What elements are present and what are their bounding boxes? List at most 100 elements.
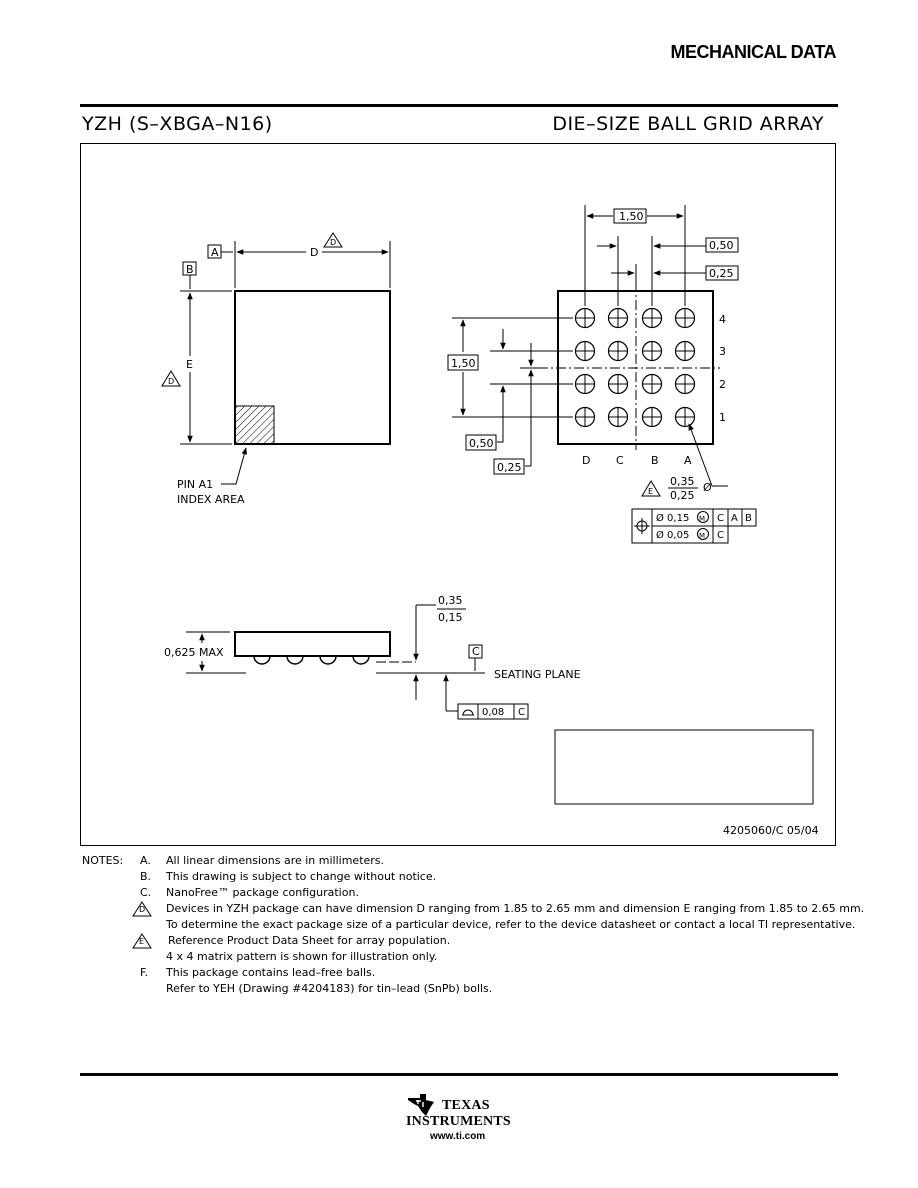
offset-v1-label: 0,50 [469, 437, 494, 450]
col-label-c: C [616, 454, 624, 467]
header-rule [80, 104, 838, 107]
note-c-label: C. [140, 886, 152, 899]
top-view [161, 232, 391, 485]
ball-0-1 [607, 307, 629, 329]
package-code: YZH (S–XBGA–N16) [82, 113, 273, 135]
fcf-datum-a-1: A [731, 513, 738, 524]
ball-0-3 [674, 307, 696, 329]
row-label-4: 4 [719, 313, 726, 326]
pin-a1-index-area [234, 405, 275, 445]
flatness-value: 0,08 [482, 707, 504, 718]
note-d-label: D [139, 905, 146, 914]
ti-logo: TEXAS INSTRUMENTS www.ti.com [400, 1088, 530, 1148]
ball-2-3 [674, 373, 696, 395]
empty-note-box [554, 729, 814, 805]
col-label-a: A [684, 454, 692, 467]
standoff-min: 0,15 [438, 611, 463, 624]
flatness-datum: C [518, 707, 525, 718]
datum-c-label: C [472, 645, 480, 658]
section-title: MECHANICAL DATA [670, 42, 837, 62]
dim-d-label: D [310, 246, 318, 259]
row-label-3: 3 [719, 345, 726, 358]
note-b-text: This drawing is subject to change withou… [166, 870, 437, 883]
note-f-text-2: Refer to YEH (Drawing #4204183) for tin–… [166, 982, 493, 995]
note-f-label: F. [140, 966, 149, 979]
note-a: NOTES: A. All linear dimensions are in m… [82, 853, 882, 869]
pin-a1-label: PIN A1 [177, 478, 213, 491]
seating-plane-label: SEATING PLANE [494, 668, 581, 681]
index-area-label: INDEX AREA [177, 493, 245, 506]
offset-h1-label: 0,50 [709, 239, 734, 252]
ball-3-2 [641, 406, 663, 428]
ball-1-0 [574, 340, 596, 362]
fcf-tol-2: Ø 0,05 [656, 529, 689, 541]
offset-h2-label: 0,25 [709, 267, 734, 280]
note-d-ref-e: D [168, 377, 174, 386]
note-e-text-2: 4 x 4 matrix pattern is shown for illust… [166, 950, 438, 963]
ball-1-3 [674, 340, 696, 362]
mechanical-drawing: A B D D E D PIN A1 INDEX AREA [161, 205, 819, 837]
side-body [234, 631, 391, 657]
ball-1-1 [607, 340, 629, 362]
pitch-h-label: 1,50 [619, 210, 644, 223]
note-e-triangle-icon [132, 933, 152, 949]
ball-dia-min: 0,25 [670, 489, 695, 502]
ball-3-0 [574, 406, 596, 428]
ball-0-0 [574, 307, 596, 329]
row-label-2: 2 [719, 378, 726, 391]
note-f-text-1: This package contains lead–free balls. [166, 966, 376, 979]
note-d-triangle-icon [132, 901, 152, 917]
datum-b-label: B [186, 263, 194, 276]
col-label-d: D [582, 454, 590, 467]
note-b-label: B. [140, 870, 152, 883]
ti-state-icon [408, 1094, 434, 1116]
pitch-v-label: 1,50 [451, 357, 476, 370]
note-d-text-2: To determine the exact package size of a… [166, 918, 856, 931]
ball-3-3 [674, 406, 696, 428]
ball-array [574, 307, 696, 428]
note-d: D Devices in YZH package can have dimens… [82, 901, 882, 917]
fcf-datum-c-2: C [717, 530, 724, 541]
note-e-cont: 4 x 4 matrix pattern is shown for illust… [82, 949, 882, 965]
ball-2-2 [641, 373, 663, 395]
note-f: F. This package contains lead–free balls… [82, 965, 882, 981]
note-e-label: E [139, 937, 145, 946]
note-e: E Reference Product Data Sheet for array… [82, 933, 882, 949]
brand-instruments: INSTRUMENTS [406, 1114, 511, 1129]
ball-3-1 [607, 406, 629, 428]
dim-e-label: E [186, 358, 193, 371]
ball-1-2 [641, 340, 663, 362]
offset-v2-label: 0,25 [497, 461, 522, 474]
dia-symbol: Ø [703, 481, 712, 494]
col-label-b: B [651, 454, 659, 467]
package-type: DIE–SIZE BALL GRID ARRAY [552, 113, 824, 135]
package-outline [234, 290, 391, 445]
note-b: B. This drawing is subject to change wit… [82, 869, 882, 885]
datum-a-label: A [211, 246, 219, 259]
fcf-mmc-2: M [699, 532, 705, 540]
notes-block: NOTES: A. All linear dimensions are in m… [82, 853, 882, 997]
drawing-frame [80, 143, 836, 846]
brand-url[interactable]: www.ti.com [430, 1131, 486, 1142]
note-c-text: NanoFree™ package configuration. [166, 886, 359, 899]
ball-2-1 [607, 373, 629, 395]
notes-heading: NOTES: [82, 854, 124, 867]
brand-texas: TEXAS [442, 1098, 490, 1113]
standoff-max: 0,35 [438, 594, 463, 607]
drawing-number: 4205060/C 05/04 [723, 824, 819, 837]
ball-dia-max: 0,35 [670, 475, 695, 488]
note-e-text-1: Reference Product Data Sheet for array p… [168, 934, 451, 947]
note-d-cont: To determine the exact package size of a… [82, 917, 882, 933]
ball-0-2 [641, 307, 663, 329]
height-label: 0,625 MAX [164, 646, 224, 659]
note-f-cont: Refer to YEH (Drawing #4204183) for tin–… [82, 981, 882, 997]
fcf-mmc-1: M [699, 515, 705, 523]
note-c: C. NanoFree™ package configuration. [82, 885, 882, 901]
side-view [186, 604, 529, 720]
fcf-datum-b-1: B [745, 513, 752, 524]
footer-rule [80, 1073, 838, 1076]
note-e-ref: E [648, 487, 653, 496]
solder-balls [253, 655, 370, 665]
row-label-1: 1 [719, 411, 726, 424]
